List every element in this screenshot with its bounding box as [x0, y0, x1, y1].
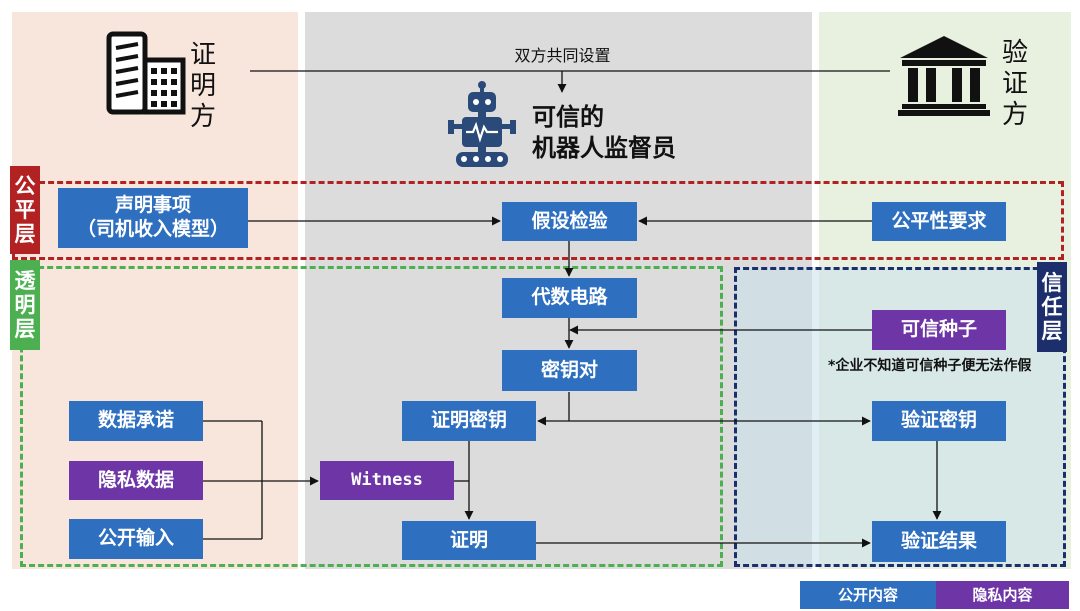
prover-title: 证 明 方 — [190, 40, 216, 134]
key-pair-box: 密钥对 — [502, 350, 637, 391]
trust-layer-char-1: 信 — [1041, 270, 1063, 295]
verifier-char-3: 方 — [1002, 100, 1029, 131]
data-commitment-box: 数据承诺 — [69, 401, 203, 441]
proof-box: 证明 — [402, 521, 536, 560]
trust-layer-char-3: 层 — [1041, 319, 1063, 344]
legend-public: 公开内容 — [800, 581, 936, 609]
transparent-layer-char-1: 透 — [14, 268, 36, 293]
verifier-char-1: 验 — [1002, 38, 1029, 68]
trusted-seed-box: 可信种子 — [872, 310, 1006, 350]
robot-icon — [448, 81, 516, 167]
verification-result-box: 验证结果 — [872, 521, 1006, 562]
bank-icon — [898, 36, 990, 116]
trust-layer-label: 信 任 层 — [1037, 262, 1067, 352]
transparent-layer-char-2: 明 — [14, 292, 36, 317]
fair-layer-char-1: 公 — [14, 173, 36, 198]
verifier-char-2: 证 — [1002, 69, 1029, 100]
prover-char-3: 方 — [190, 102, 217, 133]
fairness-requirement-box: 公平性要求 — [872, 202, 1006, 241]
robot-title-line-2: 机器人监督员 — [532, 134, 676, 163]
transparent-layer-char-3: 层 — [14, 317, 36, 342]
fair-layer-char-2: 平 — [14, 197, 36, 222]
prover-char-2: 明 — [190, 71, 217, 102]
statement-box: 声明事项 （司机收入模型） — [58, 188, 248, 248]
statement-line-2: （司机收入模型） — [76, 218, 229, 240]
statement-line-1: 声明事项 — [114, 194, 191, 217]
robot-title: 可信的 机器人监督员 — [532, 102, 676, 164]
trust-layer-border — [734, 267, 1066, 567]
verifier-title: 验 证 方 — [1002, 38, 1028, 132]
robot-title-line-1: 可信的 — [532, 103, 604, 131]
transparent-layer-label: 透 明 层 — [10, 260, 40, 350]
public-input-box: 公开输入 — [69, 519, 203, 559]
seed-note: *企业不知道可信种子便无法作假 — [828, 358, 1032, 374]
algebraic-circuit-box: 代数电路 — [502, 278, 637, 318]
witness-box: Witness — [320, 461, 454, 500]
fair-layer-label: 公 平 层 — [10, 166, 40, 254]
building-icon — [106, 31, 186, 115]
transparent-layer-border — [20, 266, 723, 567]
fair-layer-char-3: 层 — [14, 222, 36, 247]
legend-private: 隐私内容 — [936, 581, 1069, 609]
verifying-key-box: 验证密钥 — [872, 401, 1006, 441]
private-data-box: 隐私数据 — [69, 461, 203, 500]
prover-char-1: 证 — [190, 40, 217, 70]
hypothesis-test-box: 假设检验 — [502, 202, 637, 241]
setup-label: 双方共同设置 — [514, 46, 611, 65]
trust-layer-char-2: 任 — [1041, 294, 1063, 319]
proving-key-box: 证明密钥 — [402, 401, 536, 441]
